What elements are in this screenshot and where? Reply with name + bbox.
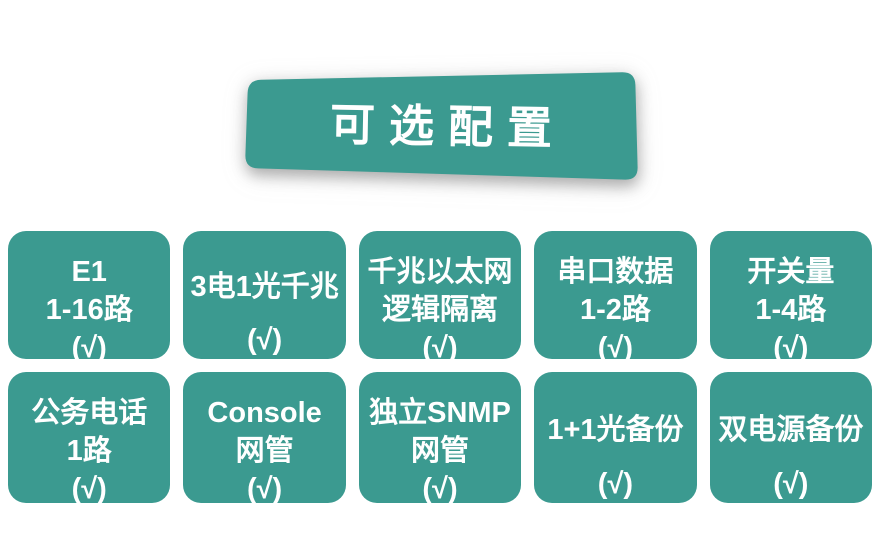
card-check: (√) [597,332,634,364]
option-card: 1+1光备份 (√) [534,372,697,503]
option-card: 串口数据 1-2路 (√) [534,231,697,364]
card-title: 双电源备份 [712,394,870,465]
title-banner: 可选配置 [245,72,638,180]
card-title-line: 独立SNMP [369,397,511,429]
card-title-line: 开关量 [747,256,835,288]
card-title-line: 公务电话 [31,397,148,429]
card-title: 串口数据 1-2路 [536,253,694,329]
option-card: 3电1光千兆 (√) [183,231,346,359]
card-title: 千兆以太网逻辑隔离 [361,253,519,329]
card-title-line: 1-4路 [755,294,827,326]
card-title-line: 1-16路 [45,294,133,326]
card-title: E1 1-16路 [10,253,168,329]
card-title: 3电1光千兆 [185,253,343,321]
option-card: 千兆以太网逻辑隔离 (√) [358,231,522,364]
banner-title: 可选配置 [330,99,567,154]
card-title-line: 网管 [235,435,294,467]
card-title: 公务电话 1路 [10,394,168,470]
card-check: (√) [246,473,283,505]
option-card: 公务电话 1路 (√) [8,372,171,505]
option-card: 开关量 1-4路 (√) [709,231,873,364]
card-check: (√) [773,468,809,500]
card-check: (√) [246,324,283,356]
card-check: (√) [597,468,634,500]
card-check: (√) [422,332,458,364]
card-title-line: 双电源备份 [718,413,864,446]
option-card: 独立SNMP 网管 (√) [358,372,522,505]
card-title-line: E1 [71,256,107,288]
card-title: 独立SNMP 网管 [361,394,519,470]
card-title-line: 千兆以太网 [367,256,513,288]
option-card: 双电源备份 (√) [709,372,873,503]
banner-shape [245,72,638,180]
card-title-line: 1-2路 [579,294,651,326]
card-title: Console 网管 [185,394,343,470]
card-title-line: 串口数据 [557,256,674,288]
card-title-line: 1路 [66,435,112,467]
card-title: 开关量 1-4路 [712,253,870,329]
card-title-line: 网管 [411,435,470,467]
card-check: (√) [71,473,107,505]
card-check: (√) [773,332,809,364]
option-card: E1 1-16路 (√) [8,231,171,364]
card-title-line: 1+1光备份 [547,413,684,446]
card-check: (√) [422,473,458,505]
card-title-line: Console [207,397,322,429]
card-title-line: 逻辑隔离 [382,294,499,326]
card-check: (√) [71,332,107,364]
card-title: 1+1光备份 [536,394,694,465]
card-title-line: 3电1光千兆 [190,271,339,303]
cards-row-2: 公务电话 1路 (√) Console 网管 (√) 独立SNMP 网管 (√) 1+… [8,372,873,505]
cards-row-1: E1 1-16路 (√) 3电1光千兆 (√) 千兆以太网逻辑隔离 (√) 串口数… [8,231,873,364]
option-card: Console 网管 (√) [183,372,346,505]
